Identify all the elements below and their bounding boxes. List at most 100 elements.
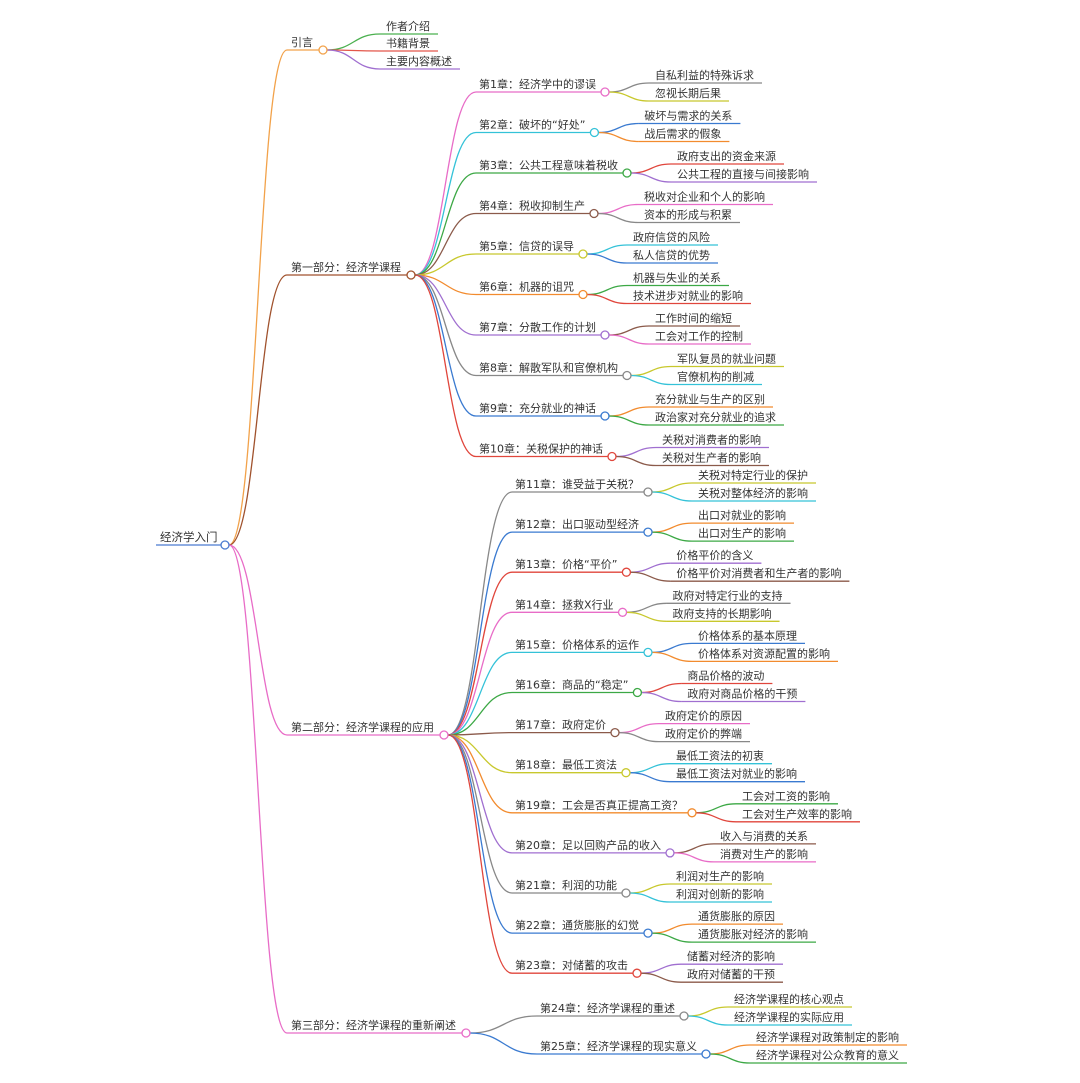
- leaf-node-label: 工会对生产效率的影响: [742, 807, 852, 821]
- leaf-edge: [641, 682, 682, 694]
- chapter-node-label: 第10章：关税保护的神话: [479, 442, 603, 456]
- leaf-edge: [630, 365, 672, 377]
- leaf-edge: [586, 253, 628, 264]
- leaf-node-label: 价格平价的含义: [676, 548, 753, 562]
- intro-leaf-label: 主要内容概述: [386, 54, 452, 68]
- chapter-edge: [447, 734, 513, 894]
- leaf-edge: [630, 172, 672, 183]
- leaf-node-label: 政府对商品价格的干预: [687, 687, 797, 701]
- chapter-edge: [447, 491, 513, 736]
- leaf-node-label: 价格体系的基本原理: [698, 628, 797, 642]
- chapter-node-label: 第14章：拯救X行业: [515, 597, 614, 611]
- chapter-edge: [414, 91, 477, 276]
- leaf-node-label: 价格平价对消费者和生产者的影响: [676, 566, 841, 580]
- leaf-node-label: 经济学课程的实际应用: [734, 1010, 844, 1024]
- leaf-node-label: 消费对生产的影响: [720, 847, 808, 861]
- leaf-node-label: 最低工资法对就业的影响: [676, 767, 797, 781]
- chapter-node-dot: [701, 1049, 711, 1059]
- leaf-edge: [608, 415, 650, 426]
- leaf-edge: [640, 963, 682, 974]
- chapter-node-label: 第5章：信贷的误导: [479, 239, 574, 253]
- leaf-node-label: 工会对工资的影响: [742, 789, 830, 803]
- leaf-node-label: 出口对就业的影响: [698, 508, 786, 522]
- chapter-node-label: 第8章：解散军队和官僚机构: [479, 361, 618, 375]
- leaf-edge: [651, 642, 693, 654]
- leaf-node-label: 工会对工作的控制: [655, 329, 743, 343]
- root-node-label: 经济学入门: [160, 530, 218, 544]
- chapter-node-dot: [589, 208, 599, 219]
- chapter-node-dot: [679, 1011, 689, 1021]
- leaf-node-label: 官僚机构的削减: [677, 370, 754, 384]
- chapter-edge: [414, 274, 477, 458]
- chapter-edge: [447, 531, 513, 736]
- leaf-node-label: 政府信贷的风险: [633, 230, 710, 244]
- leaf-node-label: 经济学课程对公众教育的意义: [756, 1048, 899, 1062]
- leaf-node-label: 忽视长期后果: [655, 86, 721, 100]
- leaf-edge: [651, 491, 693, 502]
- chapter-edge: [447, 734, 513, 774]
- leaf-edge: [626, 602, 667, 613]
- leaf-node-label: 利润对创新的影响: [676, 887, 764, 901]
- leaf-node-label: 政府定价的原因: [665, 709, 742, 723]
- chapter-node-label: 第24章：经济学课程的重述: [540, 1001, 675, 1015]
- chapter-edge: [414, 172, 477, 276]
- leaf-node-label: 政府对储蓄的干预: [687, 967, 775, 981]
- chapter-node-label: 第17章：政府定价: [515, 718, 606, 732]
- leaf-edge: [673, 852, 715, 863]
- chapter-edge: [414, 274, 477, 336]
- leaf-node-label: 价格体系对资源配置的影响: [698, 646, 830, 660]
- leaf-edge: [629, 892, 671, 903]
- chapter-node-label: 第23章：对储蓄的攻击: [515, 958, 628, 972]
- leaf-edge: [630, 562, 671, 573]
- intro-leaf-label: 作者介绍: [386, 19, 430, 33]
- chapter-node-label: 第25章：经济学课程的现实意义: [540, 1039, 697, 1053]
- chapter-node-dot: [622, 168, 632, 178]
- leaf-node-label: 通货膨胀的原因: [698, 909, 775, 923]
- chapter-edge: [414, 253, 477, 276]
- chapter-edge: [414, 131, 477, 276]
- leaf-edge: [326, 33, 381, 51]
- leaf-edge: [651, 482, 693, 493]
- leaf-node-label: 出口对生产的影响: [698, 526, 786, 540]
- leaf-node-label: 通货膨胀对经济的影响: [698, 927, 808, 941]
- chapter-node-dot: [621, 888, 631, 898]
- leaf-edge: [709, 1044, 751, 1055]
- leaf-edge: [629, 772, 671, 783]
- chapter-edge: [447, 734, 513, 854]
- leaf-edge: [626, 611, 667, 622]
- leaf-edge: [608, 334, 650, 345]
- chapter-edge: [414, 274, 477, 377]
- leaf-node-label: 政府对特定行业的支持: [673, 588, 783, 602]
- chapter-node-label: 第22章：通货膨胀的幻觉: [515, 918, 639, 932]
- chapter-node-label: 第12章：出口驱动型经济: [515, 517, 639, 531]
- leaf-edge: [651, 531, 693, 542]
- leaf-edge: [618, 722, 660, 734]
- chapter-node-label: 第21章：利润的功能: [515, 878, 617, 892]
- mind-map-edges: [228, 33, 751, 1064]
- leaf-node-label: 经济学课程对政策制定的影响: [756, 1030, 899, 1044]
- chapter-node-label: 第20章：足以回购产品的收入: [515, 838, 661, 852]
- leaf-node-label: 关税对生产者的影响: [662, 451, 761, 465]
- leaf-edge: [651, 923, 693, 934]
- root-node-dot: [220, 540, 230, 550]
- branch-edge: [228, 49, 288, 546]
- chapter-edge: [414, 212, 477, 276]
- leaf-edge: [586, 284, 628, 296]
- chapter-node-dot: [600, 330, 610, 340]
- chapter-node-dot: [589, 127, 600, 138]
- chapter-edge: [447, 651, 513, 736]
- leaf-node-label: 破坏与需求的关系: [644, 109, 732, 123]
- leaf-node-label: 关税对消费者的影响: [662, 433, 761, 447]
- leaf-node-label: 税收对企业和个人的影响: [644, 190, 765, 204]
- chapter-node-dot: [643, 647, 653, 658]
- leaf-edge: [615, 455, 657, 467]
- branch-node-dot: [318, 45, 328, 55]
- chapter-edge: [447, 734, 513, 814]
- leaf-edge: [687, 1015, 729, 1026]
- leaf-node-label: 资本的形成与积累: [644, 208, 732, 222]
- branch-node-label: 第一部分：经济学课程: [291, 260, 401, 274]
- chapter-edge: [469, 1015, 538, 1034]
- leaf-edge: [641, 691, 682, 703]
- leaf-edge: [608, 406, 650, 417]
